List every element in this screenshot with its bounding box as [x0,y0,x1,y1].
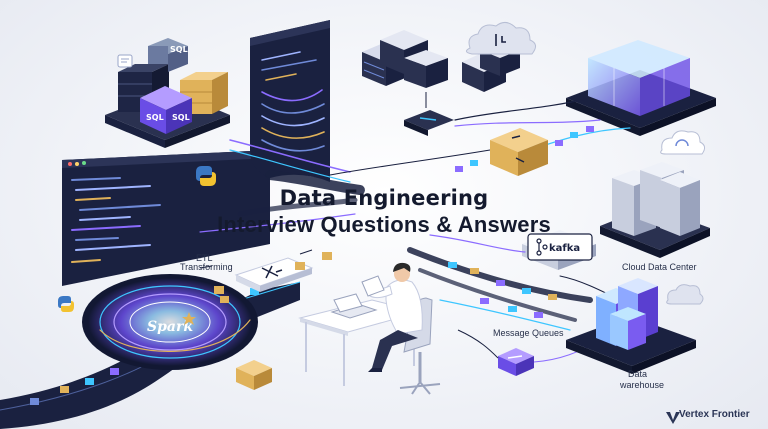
kafka-label: kafka [549,243,580,254]
data-lake-cube [566,40,716,136]
sql-label-top: SQL [170,45,188,54]
spark-label: Spark [147,319,193,335]
kafka-icon [536,238,548,256]
spark-star-icon [182,312,196,325]
cloud-servers [462,22,536,92]
cloud-data-center-label: Cloud Data Center [622,262,697,272]
brand-name: Vertex Frontier [679,409,750,420]
data-warehouse-label-1: Data [628,369,648,379]
python-logo-icon [196,166,216,186]
warehouse-cloud-icon [666,284,704,305]
brand-mark: Vertex Frontier [679,409,750,420]
engineer-at-desk [298,262,441,395]
cloud-data-center [600,130,710,258]
code-monitor [62,150,270,286]
page-title: Data Engineering [279,186,489,210]
page-subtitle: Interview Questions & Answers [217,212,551,237]
message-queue-flows [407,234,621,331]
kafka-broker: kafka [522,230,596,270]
vertex-logo-icon [666,412,680,424]
sql-label-left: SQL [146,113,164,122]
cloud-icon [466,22,536,55]
data-flow-streams [199,139,365,233]
code-panel-tall [250,20,330,182]
transforming-label: Transforming [180,262,233,272]
etl-transform-device [199,249,332,294]
storage-crate [236,360,272,390]
sql-label-right: SQL [172,113,190,122]
sync-cloud-icon [660,130,706,155]
server-rack-cluster [362,30,454,136]
python-logo-icon-small [58,296,74,312]
sql-database-stack: SQL SQL SQL [105,38,230,148]
message-queues-label: Message Queues [493,328,564,338]
data-warehouse [566,278,704,374]
data-warehouse-label-2: warehouse [620,380,665,390]
etl-label: ETL [196,253,213,263]
pipeline-connector [455,126,594,176]
spark-pipeline: Spark [0,274,301,429]
